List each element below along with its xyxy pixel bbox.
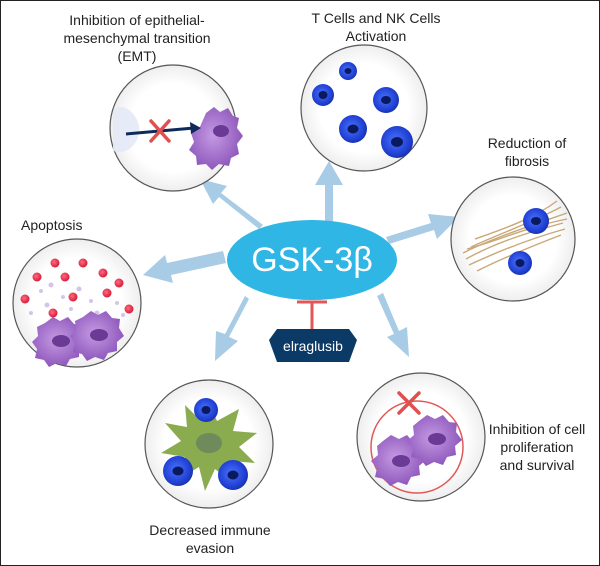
label-apoptosis: Apoptosis [21,217,83,233]
pathway-arrows [143,161,459,361]
proliferation-illustration [356,372,486,502]
inhibition-bar [297,300,327,332]
drug-label: elraglusib [283,338,343,354]
elraglusib-node [269,329,357,362]
label-fibrosis: Reduction of fibrosis [487,135,567,169]
arrow-to-immune [215,296,249,361]
arrow-to-emt [200,179,263,229]
label-proliferation: Inhibition of cell proliferation and sur… [488,421,586,473]
immune-illustration [144,379,274,509]
tnk-illustration [300,44,428,172]
arrow-to-tnk [315,161,343,223]
apoptosis-illustration [12,238,142,368]
label-immune: Decreased immune evasion [149,522,271,556]
emt-illustration [109,64,243,192]
label-tnk: T Cells and NK Cells Activation [311,10,441,44]
arrow-to-fibrosis [386,214,459,244]
arrow-to-proliferation [377,293,409,357]
fibrosis-illustration [450,176,576,302]
gsk3b-node [227,220,397,300]
arrow-to-apoptosis [143,251,226,283]
label-emt: Inhibition of epithelial- mesenchymal tr… [63,12,211,64]
center-label: GSK-3β [251,241,373,279]
